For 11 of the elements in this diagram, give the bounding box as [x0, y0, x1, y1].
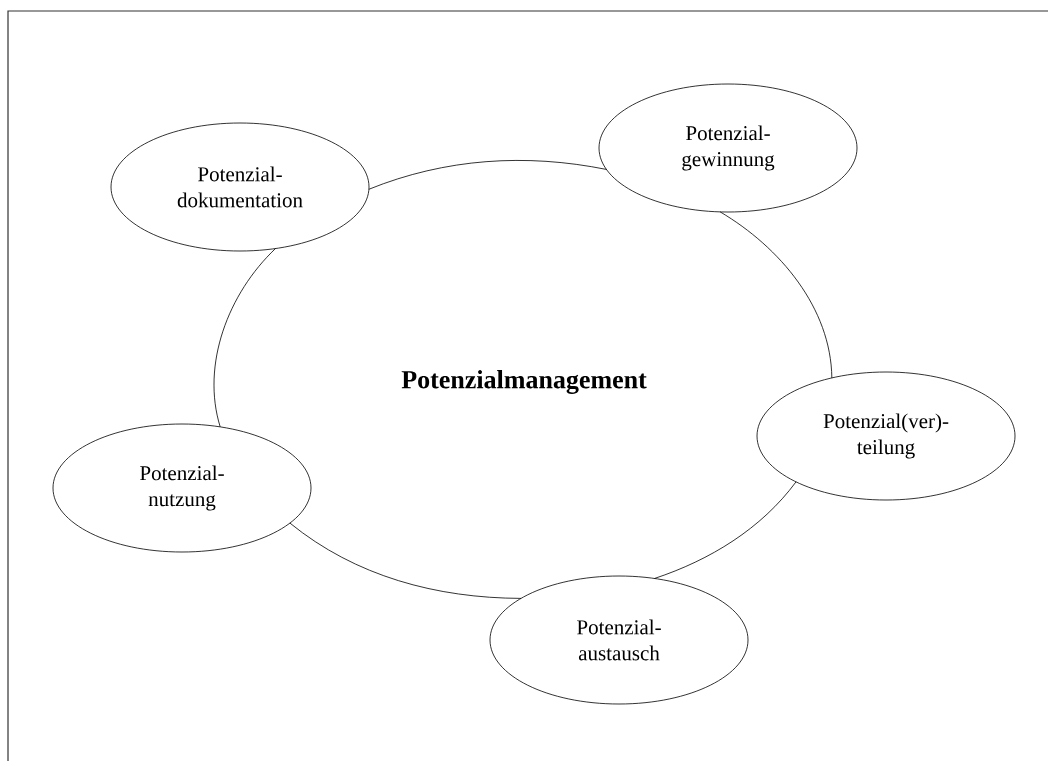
- connector-arc: [289, 522, 522, 599]
- connector-arc: [368, 160, 607, 190]
- ellipse-node: Potenzial- gewinnung: [598, 83, 858, 213]
- center-title: Potenzialmanagement: [401, 370, 647, 394]
- connector-arc: [213, 248, 276, 428]
- connector-arc: [719, 211, 833, 379]
- ellipse-node: Potenzial(ver)- teilung: [756, 371, 1016, 501]
- ellipse-node: Potenzial- dokumentation: [110, 122, 370, 252]
- ellipse-node: Potenzial- austausch: [489, 575, 749, 705]
- ellipse-node: Potenzial- nutzung: [52, 423, 312, 553]
- connector-arc: [654, 481, 797, 579]
